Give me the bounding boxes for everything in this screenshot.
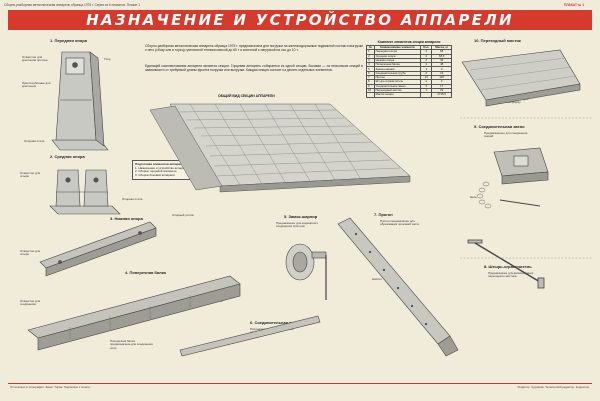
legend-title: Подготовка элементов аппарели и сварка	[135, 162, 198, 166]
cross-beam-drawing	[27, 275, 241, 351]
section-front-support: 1. Передняя опора	[50, 38, 87, 43]
girder-drawing	[337, 217, 459, 357]
label-pin-purpose: Предназначен для фиксирования переходног…	[488, 271, 534, 279]
middle-support-drawing	[49, 169, 121, 215]
label-beam-hole: Отверстие для соединения	[20, 299, 41, 307]
label-front-hole: Отверстие для крепления прогона	[22, 55, 48, 63]
page-title: НАЗНАЧЕНИЕ И УСТРОЙСТВО АППАРЕЛИ	[86, 11, 514, 29]
components-table-title: Комплект элементов секции аппарели	[377, 40, 441, 44]
label-link-purpose: Предназначено для соединения секций	[484, 131, 528, 139]
poster-number: ПЛАКАТ № 1	[564, 3, 584, 7]
section-connecting-tube: 6. Соединительная труба	[250, 320, 301, 325]
connecting-tube-drawing	[179, 315, 321, 357]
table-cell	[420, 92, 433, 98]
section-bridge: 10. Переходный мостик	[474, 38, 521, 43]
table-cell: 2718,5	[431, 92, 452, 98]
footer-rule	[8, 383, 592, 384]
footer-left: Отпечатано в типографии. Заказ. Тираж. П…	[10, 385, 91, 389]
section-middle-support: 2. Средняя опора	[50, 154, 85, 159]
front-support-drawing	[51, 51, 109, 151]
legend-item: 3. Сборка боковой аппарели	[135, 172, 175, 177]
label-lock-purpose: Предназначен для шарнирного соединения п…	[276, 221, 318, 229]
section-lower-support: 3. Нижняя опора	[110, 216, 143, 221]
connecting-link-drawing	[476, 147, 549, 209]
components-table: № Наименование элемента Кол. Масса, кг 1…	[366, 44, 452, 98]
section-cross-beam: 4. Поперечная балка	[125, 270, 166, 275]
lock-hinge-drawing	[285, 243, 327, 300]
footer-right: Редактор. Художник. Технический редактор…	[517, 385, 590, 389]
top-line: Сборно-разборная металлическая аппарель …	[4, 3, 584, 9]
label-low-hole: Отверстие для штыря	[20, 249, 41, 257]
label-front-fixture: Приспособление для крепления	[22, 81, 51, 89]
main-view-label: ОБЩИЙ ВИД СЕКЦИИ АППАРЕЛИ	[218, 94, 275, 98]
section-general-view	[149, 103, 411, 193]
lower-support-drawing	[39, 221, 157, 277]
components-table-wrap: Комплект элементов секции аппарели № Наи…	[366, 40, 452, 98]
bridge-drawing	[461, 49, 581, 107]
pin-drawing	[467, 239, 545, 289]
label-girder-purpose: Прогон предназначен для образования прое…	[380, 219, 420, 227]
label-girder-deck: Настил	[372, 277, 382, 281]
label-mid-plate: Опорная плита	[122, 197, 143, 201]
section-girder: 7. Прогон	[374, 212, 393, 217]
legend-item: 2. Сборка торцевой аппарели	[135, 169, 177, 174]
legend-item: 1. Назначение и устройство аппарели	[135, 165, 188, 170]
series-caption: Сборно-разборная металлическая аппарель …	[4, 3, 140, 7]
label-low-angle: Опорный уголок	[172, 213, 194, 217]
label-link-chain: Цепь	[470, 195, 477, 199]
section-pin: 8. Штырь-ограничитель	[484, 264, 532, 269]
title-banner: НАЗНАЧЕНИЕ И УСТРОЙСТВО АППАРЕЛИ	[8, 10, 592, 30]
label-front-plate: Опорная плита	[24, 139, 45, 143]
label-mid-hole: Отверстие для штыря	[20, 171, 41, 179]
intro-paragraph-1: Сборно-разборная металлическая аппарель …	[145, 44, 363, 52]
intro-paragraph-2: Единицей комплектования аппарели являетс…	[145, 64, 363, 72]
label-front-stop: Упор	[104, 57, 111, 61]
label-beam-purpose: Поперечная балка предназначена для соеди…	[110, 339, 153, 350]
section-lock-hinge: 5. Замок-шарнир	[284, 214, 318, 219]
section-connecting-link: 9. Соединительная звено	[474, 124, 525, 129]
